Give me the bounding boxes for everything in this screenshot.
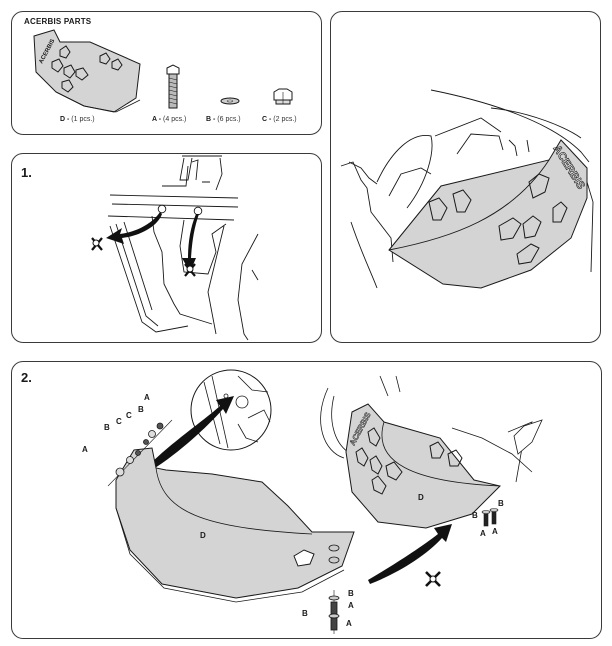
bolt-part-a	[166, 64, 180, 109]
parts-title: ACERBIS PARTS	[24, 17, 92, 26]
callout-a: A	[82, 445, 88, 454]
hardware-stack-bottom	[328, 590, 340, 634]
remove-screw-icon	[91, 237, 196, 277]
callout-a: A	[348, 601, 354, 610]
step2-skid-plate	[115, 447, 355, 603]
part-label-d: D	[200, 531, 206, 540]
callout-b: B	[104, 423, 110, 432]
installed-skid-plate: ACERBIS	[388, 139, 588, 289]
part-d-caption: D - (1 pcs.)	[60, 116, 95, 123]
detail-zoom-circle	[190, 369, 272, 451]
tighten-screw-icon	[425, 571, 441, 587]
part-c-caption: C - (2 pcs.)	[262, 116, 297, 123]
installed-view-panel: ACERBIS	[330, 11, 601, 343]
callout-a: A	[144, 393, 150, 402]
callout-a: A	[480, 529, 486, 538]
parts-illustration: ACERBIS	[33, 29, 293, 113]
step1-illustration	[91, 155, 259, 341]
callout-b: B	[472, 511, 478, 520]
skid-plate-part-d: ACERBIS	[33, 29, 141, 113]
arrow-icon	[106, 212, 199, 272]
callout-b: B	[498, 499, 504, 508]
step1-number: 1.	[21, 165, 32, 180]
arrow-icon	[148, 396, 234, 470]
nut-part-c	[273, 88, 293, 105]
step2-number: 2.	[21, 370, 32, 385]
installed-part-label-d: D	[418, 493, 424, 502]
step2-illustration: ACERBIS	[107, 369, 543, 634]
part-b-caption: B - (6 pcs.)	[206, 116, 241, 123]
step1-panel: 1.	[11, 153, 322, 343]
hardware-stack-left	[107, 419, 173, 487]
callout-a: A	[346, 619, 352, 628]
callout-b: B	[348, 589, 354, 598]
washer-part-b	[220, 97, 240, 105]
arrow-icon	[368, 524, 452, 584]
step2-panel: 2.	[11, 361, 602, 639]
parts-panel: ACERBIS PARTS ACERBIS	[11, 11, 322, 135]
part-a-caption: A - (4 pcs.)	[152, 116, 187, 123]
callout-c: C	[126, 411, 132, 420]
callout-a: A	[492, 527, 498, 536]
callout-c: C	[116, 417, 122, 426]
callout-b: B	[138, 405, 144, 414]
installed-illustration: ACERBIS	[340, 89, 594, 289]
callout-b: B	[302, 609, 308, 618]
installed-view-right: ACERBIS	[320, 375, 543, 529]
